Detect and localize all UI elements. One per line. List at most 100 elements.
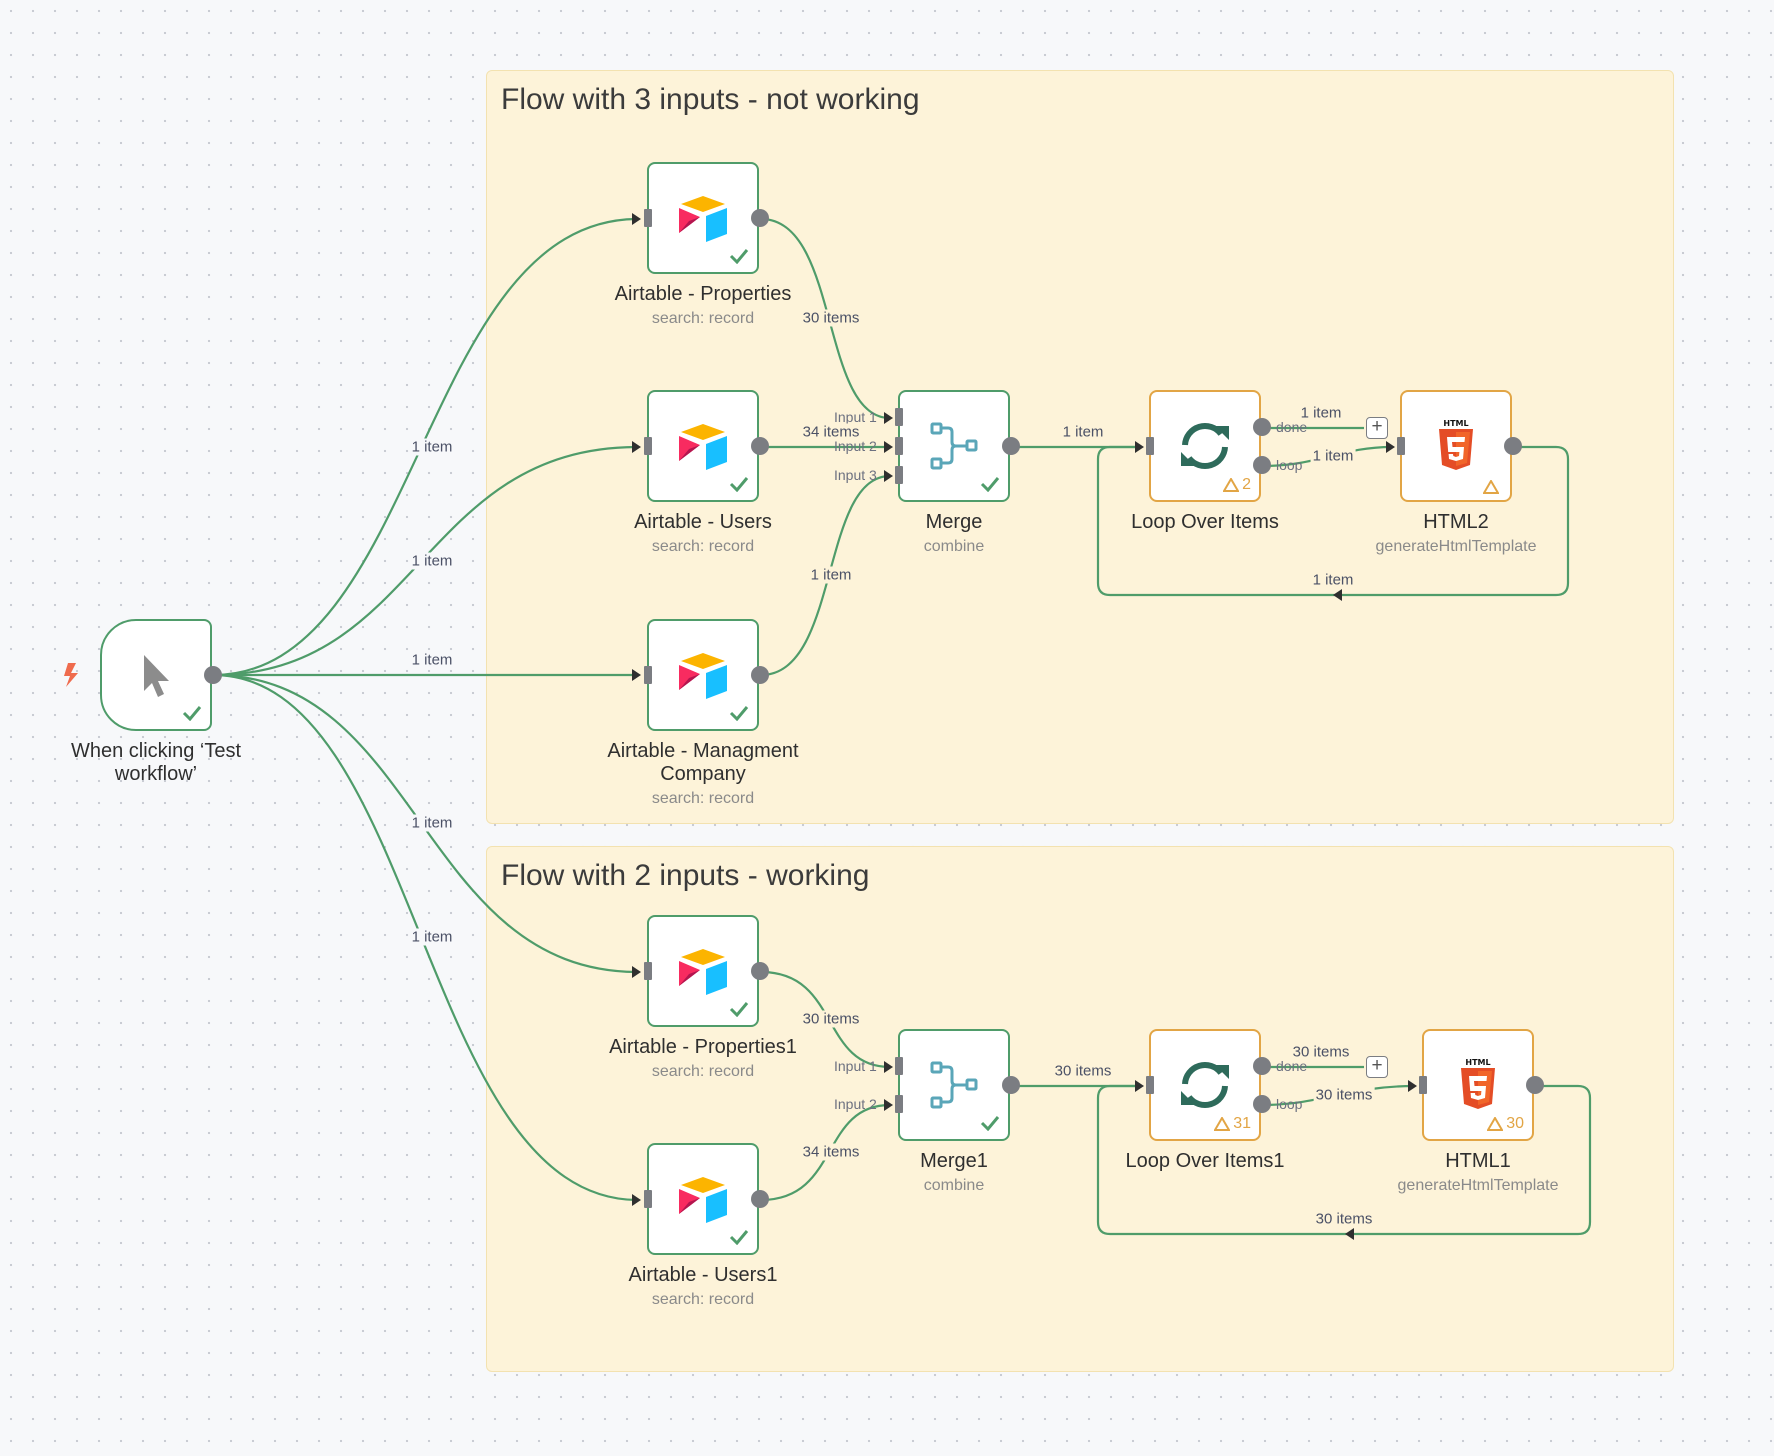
- airtable-icon: [679, 949, 727, 995]
- node-title: Airtable - Users1: [628, 1264, 778, 1286]
- output-port-loop[interactable]: [1253, 456, 1271, 474]
- node-subtitle: generateHtmlTemplate: [1375, 538, 1537, 555]
- node-title: Airtable - Properties: [614, 283, 792, 305]
- edge-label-html2-back: 1 item: [1310, 571, 1356, 589]
- edge-label-users1-merge1: 34 items: [800, 1143, 862, 1161]
- node-merge1[interactable]: [895, 1029, 1020, 1141]
- port-label-input-2: Input 2: [834, 1096, 877, 1112]
- output-port[interactable]: [204, 666, 222, 684]
- sticky-note-title: Flow with 2 inputs - working: [501, 859, 870, 892]
- node-title: HTML1: [1445, 1150, 1511, 1172]
- node-title: Airtable - Managment Company: [607, 740, 799, 785]
- output-port-done[interactable]: [1253, 1057, 1271, 1075]
- node-airtable-properties[interactable]: [644, 162, 769, 274]
- warning-indicator: [1483, 480, 1502, 494]
- svg-text:HTML: HTML: [1465, 1058, 1490, 1067]
- output-port[interactable]: [1504, 437, 1522, 455]
- html5-icon: HTML: [1439, 419, 1473, 470]
- trigger-bolt-icon: [64, 663, 78, 687]
- node-title: Loop Over Items1: [1125, 1150, 1285, 1172]
- node-merge[interactable]: [895, 390, 1020, 502]
- edge-label-trigger-mgmt: 1 item: [409, 651, 455, 669]
- node-html1[interactable]: HTML 30: [1419, 1029, 1544, 1141]
- node-airtable-properties1[interactable]: [644, 915, 769, 1027]
- output-port-done[interactable]: [1253, 418, 1271, 436]
- input-port[interactable]: [1146, 437, 1154, 455]
- input-port-3[interactable]: [895, 466, 903, 484]
- input-port[interactable]: [644, 209, 652, 227]
- node-title: Loop Over Items: [1131, 511, 1279, 533]
- arrowheads: [632, 213, 1417, 1240]
- port-label-done: done: [1276, 1058, 1308, 1074]
- loop-icon: [1181, 422, 1229, 470]
- node-title: When clicking ‘Test workflow’: [70, 740, 242, 785]
- success-check-icon: [729, 1230, 749, 1245]
- input-port[interactable]: [1146, 1076, 1154, 1094]
- warning-indicator: 2: [1223, 476, 1251, 494]
- node-html2[interactable]: HTML: [1397, 390, 1522, 502]
- node-loop-over-items1[interactable]: 31: [1146, 1029, 1271, 1141]
- input-port[interactable]: [644, 1190, 652, 1208]
- output-port[interactable]: [751, 666, 769, 684]
- warning-triangle-icon: [1223, 478, 1240, 492]
- edge-label-properties1-merge1: 30 items: [800, 1010, 862, 1028]
- input-port-2[interactable]: [895, 1095, 903, 1113]
- node-subtitle: search: record: [651, 538, 755, 555]
- success-check-icon: [980, 1116, 1000, 1131]
- node-manual-trigger[interactable]: [100, 619, 222, 731]
- output-port[interactable]: [751, 209, 769, 227]
- port-label-input-1: Input 1: [834, 409, 877, 425]
- output-port[interactable]: [751, 437, 769, 455]
- warning-indicator: 30: [1487, 1115, 1524, 1133]
- add-node-button[interactable]: +: [1366, 417, 1388, 439]
- input-port[interactable]: [644, 962, 652, 980]
- success-check-icon: [729, 706, 749, 721]
- merge-icon: [930, 422, 978, 470]
- edge-label-users-merge: 34 items: [800, 423, 862, 441]
- pointer-icon: [144, 655, 169, 697]
- output-port[interactable]: [1002, 1076, 1020, 1094]
- edge-label-trigger-properties1: 1 item: [409, 814, 455, 832]
- edge-label-merge-loop: 1 item: [1060, 423, 1106, 441]
- node-title: Airtable - Properties1: [609, 1036, 797, 1058]
- warning-count: 2: [1242, 476, 1251, 493]
- success-check-icon: [729, 249, 749, 264]
- edge-label-merge1-loop1: 30 items: [1052, 1062, 1114, 1080]
- node-subtitle: combine: [923, 1177, 985, 1194]
- airtable-icon: [679, 653, 727, 699]
- port-label-input-2: Input 2: [834, 438, 877, 454]
- airtable-icon: [679, 424, 727, 470]
- node-airtable-users[interactable]: [644, 390, 769, 502]
- success-check-icon: [729, 477, 749, 492]
- warning-triangle-icon: [1487, 1117, 1504, 1131]
- output-port[interactable]: [751, 962, 769, 980]
- input-port[interactable]: [644, 437, 652, 455]
- success-check-icon: [729, 1002, 749, 1017]
- node-subtitle: search: record: [651, 310, 755, 327]
- html5-icon: HTML: [1461, 1058, 1495, 1109]
- port-label-loop: loop: [1276, 457, 1303, 473]
- add-node-button[interactable]: +: [1366, 1056, 1388, 1078]
- output-port[interactable]: [1526, 1076, 1544, 1094]
- input-port[interactable]: [644, 666, 652, 684]
- node-airtable-users1[interactable]: [644, 1143, 769, 1255]
- port-label-loop: loop: [1276, 1096, 1303, 1112]
- node-subtitle: search: record: [651, 1063, 755, 1080]
- input-port[interactable]: [1419, 1076, 1427, 1094]
- node-title: HTML2: [1423, 511, 1489, 533]
- node-airtable-managment-company[interactable]: [644, 619, 769, 731]
- output-port[interactable]: [751, 1190, 769, 1208]
- edge-label-trigger-users1: 1 item: [409, 928, 455, 946]
- input-port-1[interactable]: [895, 408, 903, 426]
- loop-icon: [1181, 1061, 1229, 1109]
- output-port-loop[interactable]: [1253, 1095, 1271, 1113]
- edge-label-html1-back: 30 items: [1313, 1210, 1375, 1228]
- node-loop-over-items[interactable]: 2: [1146, 390, 1271, 502]
- input-port-2[interactable]: [895, 437, 903, 455]
- edge-label-loop-done: 1 item: [1298, 404, 1344, 422]
- input-port[interactable]: [1397, 437, 1405, 455]
- input-port-1[interactable]: [895, 1057, 903, 1075]
- success-check-icon: [980, 477, 1000, 492]
- output-port[interactable]: [1002, 437, 1020, 455]
